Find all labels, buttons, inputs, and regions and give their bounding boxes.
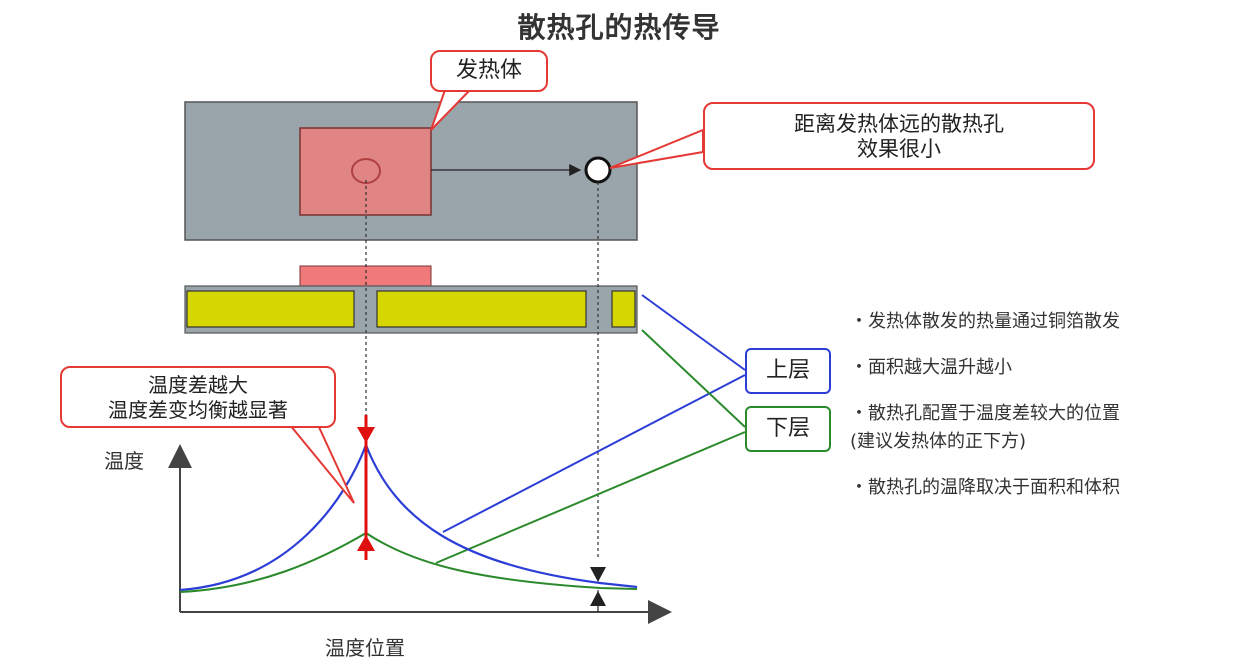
- lower-layer-curve: [179, 531, 638, 593]
- far-diff-arrow-bottom-icon: [590, 591, 606, 606]
- lower-layer-connector-1: [641, 329, 746, 428]
- lower-layer-label: 下层: [745, 406, 831, 452]
- heat-source-label: 发热体: [455, 58, 522, 83]
- far-via-icon: [584, 156, 612, 184]
- far-via-callout-line1: 距离发热体远的散热孔: [794, 112, 1004, 136]
- heat-source-callout: 发热体: [430, 50, 548, 92]
- far-via-callout: 距离发热体远的散热孔 效果很小: [703, 102, 1095, 170]
- temp-diff-callout-line2: 温度差变均衡越显著: [108, 398, 288, 422]
- lower-layer-connector-2: [435, 431, 746, 564]
- far-diff-arrow-top-icon: [590, 567, 606, 582]
- x-axis-label: 温度位置: [325, 636, 405, 660]
- diagram-title: 散热孔的热传导: [517, 11, 721, 44]
- copper-segment-middle: [376, 290, 587, 328]
- y-axis-label: 温度: [104, 449, 144, 473]
- notes-list: ・发热体散发的热量通过铜箔散发 ・面积越大温升越小 ・散热孔配置于温度差较大的位…: [850, 308, 1230, 502]
- temp-diff-callout: 温度差越大 温度差变均衡越显著: [60, 366, 336, 428]
- upper-layer-connector-2: [442, 374, 746, 533]
- copper-segment-right: [611, 290, 636, 328]
- temp-diff-callout-pointer: [287, 424, 355, 504]
- far-via-callout-line2: 效果很小: [857, 137, 941, 161]
- note-item: ・面积越大温升越小: [850, 357, 1012, 378]
- temp-diff-arrow-bottom-icon: [357, 535, 375, 551]
- temp-diff-callout-line1: 温度差越大: [148, 373, 248, 397]
- note-item: ・散热孔的温降取决于面积和体积: [850, 477, 1120, 498]
- note-item: ・散热孔配置于温度差较大的位置: [850, 403, 1120, 424]
- heat-source-top: [299, 127, 432, 216]
- note-item: ・发热体散发的热量通过铜箔散发: [850, 311, 1120, 332]
- note-item: (建议发热体的正下方): [850, 431, 1027, 452]
- temp-diff-arrow-top-icon: [357, 427, 375, 443]
- upper-layer-connector-1: [641, 294, 746, 371]
- upper-layer-label: 上层: [745, 348, 831, 394]
- copper-segment-left: [186, 290, 355, 328]
